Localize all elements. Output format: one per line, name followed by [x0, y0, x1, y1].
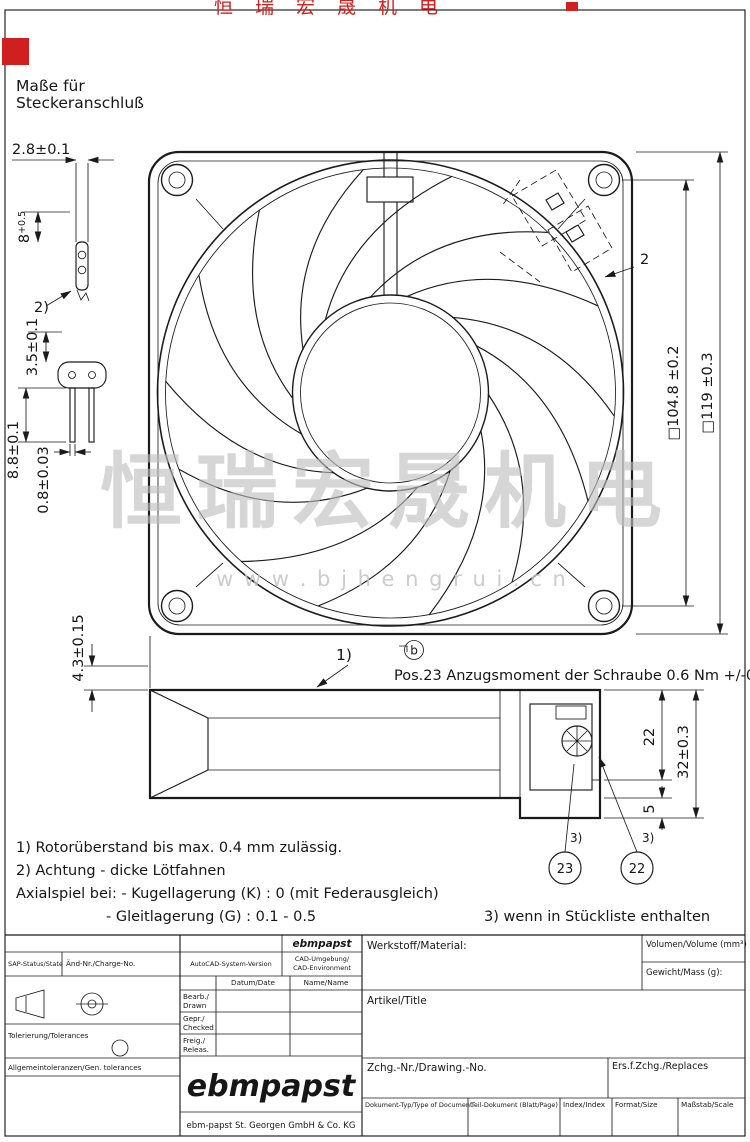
watermark-banner: 恒瑞宏晟机电 [2, 0, 578, 65]
rotor-hub [291, 294, 490, 492]
scale-label: Maßstab/Scale [681, 1100, 734, 1109]
projection-symbol [15, 989, 108, 1019]
ref-3a-label: 3) [570, 831, 582, 845]
callout-2: 2 [640, 252, 649, 268]
watermark-top-text: 恒瑞宏晟机电 [214, 0, 460, 18]
watermark: 恒瑞宏晟机电 w w w . b j h e n g r u i . c n [100, 445, 676, 591]
header-note-line2: Steckeranschluß [16, 94, 144, 112]
sap-status-label: SAP-Status/State [8, 960, 63, 968]
replaces-label: Ers.f.Zchg./Replaces [612, 1061, 708, 1072]
terminal-bracket [529, 703, 593, 791]
name-label: Name/Name [304, 978, 349, 987]
change-no-label: Änd-Nr./Charge-No. [66, 959, 135, 968]
connector-pin [69, 387, 76, 443]
wire-channel [366, 152, 414, 295]
watermark-cn-text: 恒瑞宏晟机电 [100, 445, 676, 540]
view-b-marker [404, 640, 424, 660]
side-view-outline [148, 688, 602, 820]
watermark-logo-block [2, 38, 29, 65]
doc-type-label: Dokument-Typ/Type of Document [365, 1101, 473, 1109]
tolerances-label: Tolerierung/Tolerances [7, 1031, 89, 1040]
ref-3b-label: 3) [642, 831, 654, 845]
dim-22: 22 [642, 728, 658, 746]
dim-pin-length: 8.8±0.1 [6, 421, 22, 479]
released-label-1: Freig./ [183, 1036, 206, 1045]
general-tolerances-label: Allgemeintoleranzen/Gen. tolerances [8, 1063, 142, 1072]
watermark-url-text: w w w . b j h e n g r u i . c n [216, 567, 568, 591]
footnote-3b: - Gleitlagerung (G) : 0.1 - 0.5 [106, 909, 316, 925]
venturi-ring-inner [165, 167, 616, 619]
balloon-callouts: 23 22 3) 3) [548, 756, 654, 885]
dim-pitch: 3.5±0.1 [25, 318, 41, 376]
balloon-22-label: 22 [629, 862, 646, 877]
autocad-label: AutoCAD-System-Version [190, 960, 272, 968]
terminal-hidden-detail [499, 169, 613, 283]
tolerance-symbol [111, 1039, 129, 1057]
index-label: Index/Index [563, 1100, 606, 1109]
checked-label-2: Checked [183, 1023, 214, 1032]
footnote-2: 2) Achtung - dicke Lötfahnen [16, 863, 226, 879]
material-label: Werkstoff/Material: [367, 940, 467, 952]
dim-tab-thickness: 2.8±0.1 [12, 142, 70, 158]
torque-note: Pos.23 Anzugsmoment der Schraube 0.6 Nm … [394, 668, 750, 684]
sheet-border [4, 9, 746, 1137]
format-label: Format/Size [615, 1100, 658, 1109]
article-title-label: Artikel/Title [367, 995, 427, 1007]
header-note: Maße für Steckeranschluß [16, 77, 144, 112]
dim-5: 5 [642, 804, 658, 813]
dim-pin-thickness: 0.8±0.03 [36, 446, 52, 514]
balloon-22-circle [620, 851, 654, 885]
footnote-3: Axialspiel bei: - Kugellagerung (K) : 0 … [16, 886, 439, 902]
released-label-2: Releas. [183, 1045, 209, 1054]
balloon-23-circle [548, 851, 582, 885]
dim-depth: 32±0.3 [676, 725, 692, 779]
connector-pin [88, 387, 95, 443]
drawn-label-1: Bearb./ [183, 992, 210, 1001]
connector-detail: 2.8±0.1 8+0.5 2) 3.5±0.1 8.8±0.1 0.8±0.0… [6, 142, 151, 712]
company-name: ebm-papst St. Georgen GmbH & Co. KG [187, 1121, 356, 1131]
footnote-4: 3) wenn in Stückliste enthalten [484, 909, 710, 925]
mounting-holes [160, 163, 621, 623]
view-annotations: 1) b Pos.23 Anzugsmoment der Schraube 0.… [316, 640, 750, 688]
date-label: Datum/Date [231, 978, 275, 987]
brand-small-label: ebmpapst [293, 938, 353, 950]
checked-label-1: Gepr./ [183, 1014, 205, 1023]
ref-2-label: 2) [34, 300, 49, 316]
drawn-label-2: Drawn [183, 1001, 206, 1010]
watermark-banner-block [566, 2, 578, 11]
side-view-dimensions: 22 32±0.3 5 [604, 689, 704, 830]
dim-offset: 4.3±0.15 [71, 614, 87, 682]
front-view-dimensions: □104.8 ±0.2 □119 ±0.3 [622, 151, 728, 635]
title-block: SAP-Status/State Änd-Nr./Charge-No. Tole… [5, 934, 747, 1136]
dim-tab-length: 8+0.5 [17, 211, 33, 243]
drawing-no-label: Zchg.-Nr./Drawing.-No. [367, 1062, 487, 1074]
fan-blades [143, 134, 648, 637]
footnote-1: 1) Rotorüberstand bis max. 0.4 mm zuläss… [16, 840, 342, 856]
weight-label: Gewicht/Mass (g): [646, 968, 722, 978]
balloon-23-label: 23 [557, 862, 574, 877]
cad-env-label-2: CAD-Environment [293, 964, 351, 972]
cad-env-label-1: CAD-Umgebung/ [295, 955, 350, 963]
part-doc-label: Teil-Dokument (Blatt/Page) [470, 1101, 558, 1109]
view-b-label: b [410, 644, 418, 658]
connector-body [57, 361, 107, 389]
solder-tab [75, 241, 89, 291]
fan-housing-outline [147, 150, 634, 636]
front-view: 2 [143, 134, 649, 637]
header-note-line1: Maße für [16, 77, 85, 95]
side-view [148, 688, 602, 820]
dim-outer-size: □119 ±0.3 [700, 352, 716, 433]
venturi-ring-outer [156, 159, 625, 627]
ebmpapst-logo: ebmpapst [187, 1069, 357, 1104]
dim-mounting-pitch: □104.8 ±0.2 [666, 345, 682, 440]
footnotes: 1) Rotorüberstand bis max. 0.4 mm zuläss… [16, 840, 710, 925]
volume-label: Volumen/Volume (mm³) [646, 940, 747, 950]
ref-1-label: 1) [336, 646, 352, 664]
